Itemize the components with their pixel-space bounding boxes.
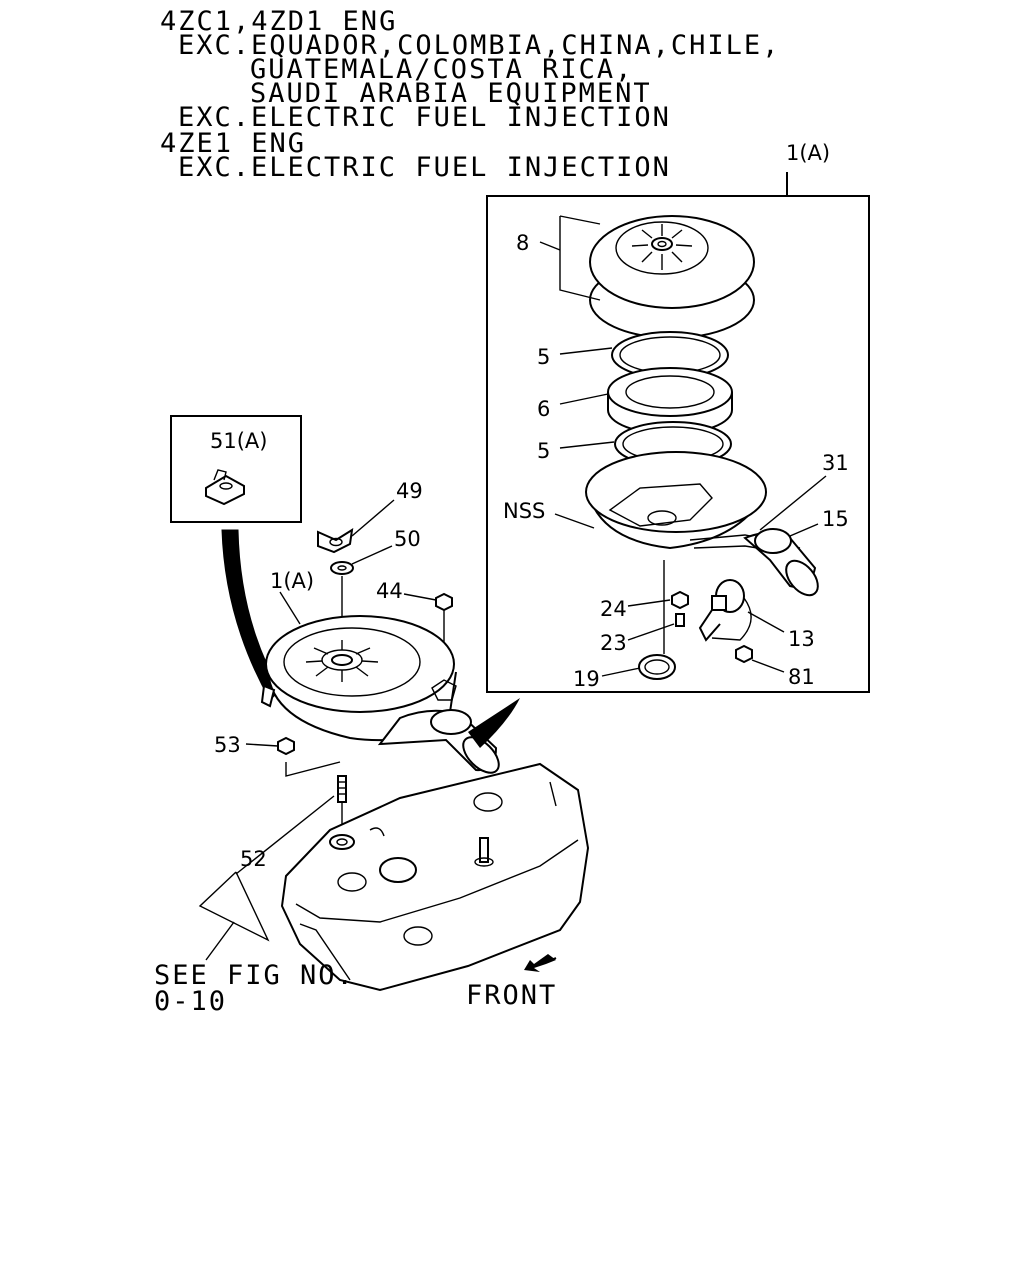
- washer-50: [330, 561, 354, 575]
- bolt-81: [735, 644, 753, 664]
- header-line-6: 4ZE1 ENG: [160, 128, 306, 159]
- callout-31: 31: [822, 451, 849, 475]
- callout-81: 81: [788, 665, 815, 689]
- callout-52: 52: [240, 847, 267, 871]
- snorkel-duct: [743, 528, 819, 597]
- exploded-view: 1(A) 8 5: [486, 141, 870, 693]
- callout-15: 15: [822, 507, 849, 531]
- main-assembly: 49 50 44: [198, 479, 590, 992]
- header-line-1: 4ZC1,4ZD1 ENG: [160, 6, 397, 37]
- callout-49: 49: [396, 479, 423, 503]
- reference-line-1: SEE FIG NO.: [154, 960, 355, 991]
- callout-5-lower: 5: [537, 439, 550, 463]
- callout-5-upper: 5: [537, 345, 550, 369]
- inset-clip-51: 51(A): [170, 415, 302, 701]
- header-line-3: GUATEMALA/COSTA RICA,: [250, 54, 633, 85]
- front-label: FRONT: [466, 980, 557, 1011]
- front-indicator: FRONT: [466, 954, 557, 1011]
- header-line-4: SAUDI ARABIA EQUIPMENT: [250, 78, 652, 109]
- callout-13: 13: [788, 627, 815, 651]
- air-cleaner-assembly: [260, 615, 500, 774]
- air-cleaner-cover: [589, 215, 755, 339]
- nut-53: [277, 736, 295, 756]
- callout-nss: NSS: [503, 499, 545, 523]
- seal-19: [638, 654, 676, 680]
- front-arrow-icon: [524, 954, 556, 972]
- callout-44: 44: [376, 579, 403, 603]
- sensor-13: [698, 579, 752, 642]
- wing-nut-49: [317, 528, 354, 554]
- reference-note: SEE FIG NO. 0-10: [154, 960, 355, 1017]
- header-line-7: EXC.ELECTRIC FUEL INJECTION: [178, 152, 671, 183]
- callout-53: 53: [214, 733, 241, 757]
- nut-24: [671, 590, 689, 610]
- bolt-44: [435, 592, 453, 660]
- callout-assembly-top: 1(A): [786, 141, 830, 165]
- callout-24: 24: [600, 597, 627, 621]
- reference-line-2: 0-10: [154, 986, 227, 1017]
- header-line-5: EXC.ELECTRIC FUEL INJECTION: [178, 102, 671, 133]
- callout-19: 19: [573, 667, 600, 691]
- filter-element: [607, 367, 733, 435]
- callout-23: 23: [600, 631, 627, 655]
- air-cleaner-body: [585, 451, 801, 551]
- callout-6: 6: [537, 397, 550, 421]
- callout-8: 8: [516, 231, 529, 255]
- washer-23: [675, 613, 685, 627]
- clip-icon: [205, 469, 245, 506]
- header-line-2: EXC.EQUADOR,COLOMBIA,CHINA,CHILE,: [178, 30, 780, 61]
- header-notes: 4ZC1,4ZD1 ENG EXC.EQUADOR,COLOMBIA,CHINA…: [160, 6, 780, 183]
- rocker-cover: [280, 762, 590, 992]
- exploded-view-frame: [486, 195, 870, 693]
- callout-51: 51(A): [210, 429, 267, 453]
- callout-assembly-main: 1(A): [270, 569, 314, 593]
- callout-50: 50: [394, 527, 421, 551]
